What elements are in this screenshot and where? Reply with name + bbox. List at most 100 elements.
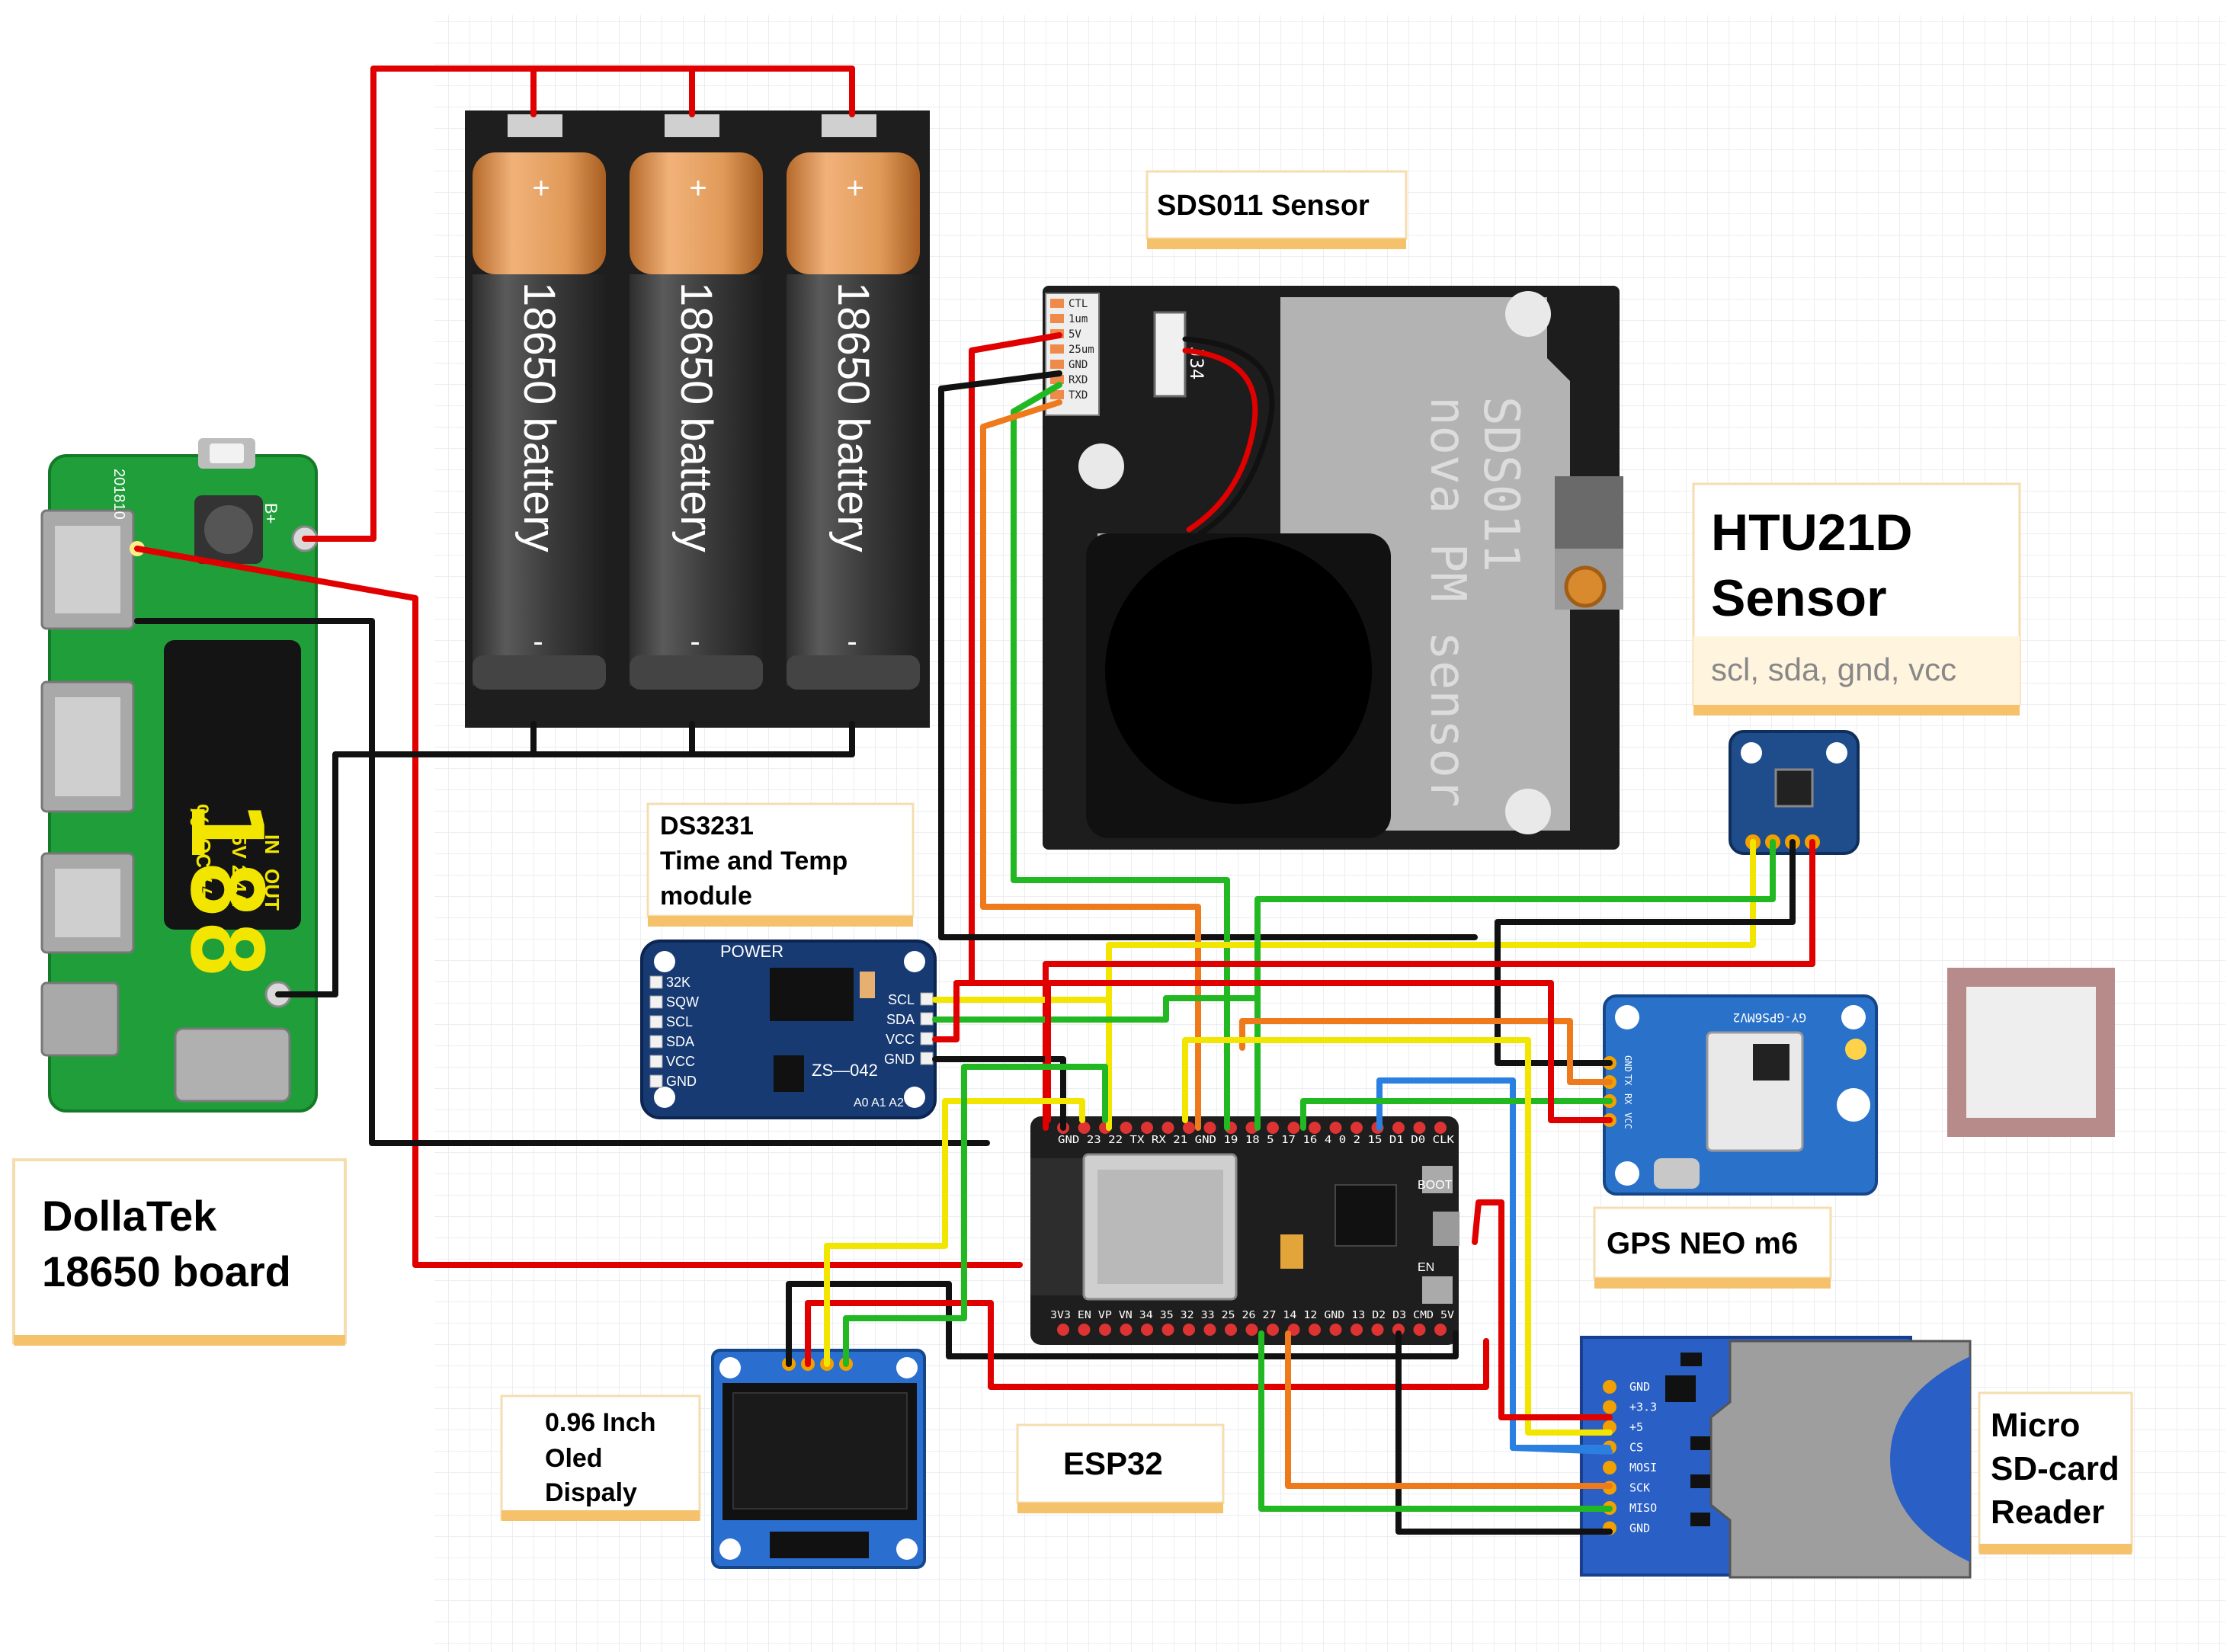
esp32-bottom-pin <box>1120 1324 1133 1336</box>
wire-black-sds-jst <box>1182 336 1275 536</box>
label-esp32: ESP32 <box>1016 1423 1225 1513</box>
sds011-pin-label: 1um <box>1069 313 1088 325</box>
ds3231-right-pin-pad <box>920 1012 934 1026</box>
wire-yellow-ds-scl <box>932 997 1112 1131</box>
esp32-top-pin <box>1161 1122 1174 1134</box>
sd-pin-label: SCK <box>1629 1481 1650 1495</box>
label-dollatek-line1: DollaTek <box>42 1192 217 1240</box>
wire-green-oled <box>843 1064 1108 1367</box>
battery-minus: - <box>690 625 700 658</box>
wire-red-batt-top <box>302 66 855 542</box>
ds3231-left-pin-pad <box>649 1074 663 1088</box>
display-in: IN <box>261 834 284 854</box>
esp32-top-pin <box>1203 1122 1216 1134</box>
label-gps-text: GPS NEO m6 <box>1607 1227 1798 1260</box>
esp32-bottom-pin <box>1350 1324 1363 1336</box>
label-htu-line2: Sensor <box>1711 569 1887 627</box>
wire-orange-gps <box>1239 1018 1613 1085</box>
battery-plus: + <box>532 171 549 205</box>
esp32-top-pin <box>1329 1122 1342 1134</box>
ds3231-right-pin-label: SDA <box>886 1012 915 1027</box>
label-sd-line3: Reader <box>1991 1494 2104 1531</box>
esp32-top-pin <box>1392 1122 1405 1134</box>
display-24a: 2.4A <box>228 865 251 907</box>
sds011-pin-label: 25um <box>1069 344 1094 356</box>
label-oled-line3: Dispaly <box>545 1478 637 1507</box>
label-gps: GPS NEO m6 <box>1593 1206 1832 1289</box>
esp32-top-pin <box>1434 1122 1447 1134</box>
ds3231-left-pin-pad <box>649 995 663 1009</box>
sds011-pin-pad <box>1050 344 1064 354</box>
esp32-bottom-pin-row <box>1057 1324 1447 1336</box>
battery-plus: + <box>689 171 706 205</box>
ds3231-left-pin-pad <box>649 1055 663 1068</box>
wire-black-htu <box>1495 839 1796 1066</box>
esp32-top-pin <box>1287 1122 1300 1134</box>
label-dollatek: DollaTek 18650 board <box>12 1158 347 1346</box>
ds3231-board: POWER ZS—042 A0 A1 A2 32KSQWSCLSDAVCCGND… <box>640 940 937 1119</box>
ds3231-right-pin-label: GND <box>884 1052 915 1067</box>
display-digits: 188 <box>168 800 284 979</box>
wire-red-ds-vcc <box>932 980 1049 1042</box>
gps-pin-label: VCC <box>1623 1113 1633 1129</box>
display-5v: 5V <box>228 834 251 859</box>
wire-green-htu <box>1254 839 1776 1131</box>
sds011-pin-label: CTL <box>1069 298 1088 310</box>
wire-red-oled <box>805 1300 1489 1390</box>
wire-black-sds <box>938 370 1478 940</box>
esp32-top-pin <box>1141 1122 1153 1134</box>
wire-yellow-oled <box>824 1098 1085 1367</box>
label-sds011-text: SDS011 Sensor <box>1157 190 1370 222</box>
ds3231-left-pin-label: SDA <box>666 1034 694 1049</box>
display-bolt: ϟϟ <box>192 876 216 899</box>
label-esp32-text: ESP32 <box>1063 1446 1163 1481</box>
label-htu21d: HTU21D Sensor scl, sda, gnd, vcc <box>1692 482 2021 716</box>
sds011-pin-pad <box>1050 360 1064 369</box>
esp32-top-pin <box>1309 1122 1321 1134</box>
oled-board <box>711 1349 926 1569</box>
esp32-bottom-pin <box>1245 1324 1258 1336</box>
esp32-bottom-pin <box>1183 1324 1195 1336</box>
esp32-bottom-pin <box>1078 1324 1091 1336</box>
ds3231-right-pin-pad <box>920 1032 934 1045</box>
sd-pin-pad <box>1603 1400 1616 1414</box>
gps-pin-label: GND <box>1623 1055 1633 1072</box>
sd-pin-label: +5 <box>1629 1420 1643 1434</box>
esp32-top-pin <box>1350 1122 1363 1134</box>
sds011-pin-label: GND <box>1069 359 1088 371</box>
label-oled-line2: Oled <box>545 1444 603 1473</box>
battery-label: 18650 battery <box>828 282 878 552</box>
esp32-bottom-pins: 3V3 EN VP VN 34 35 32 33 25 26 27 14 12 … <box>1050 1310 1454 1321</box>
ds3231-right-pin-pad <box>920 992 934 1006</box>
board-code: 201810 <box>111 469 127 520</box>
esp32-en-label: EN <box>1418 1261 1434 1274</box>
sd-pin-label: CS <box>1629 1441 1643 1455</box>
label-sds011: SDS011 Sensor <box>1145 170 1408 249</box>
esp32-bottom-pin <box>1392 1324 1405 1336</box>
ds3231-right-pin-label: SCL <box>888 992 915 1007</box>
dollatek-board: 188 % QC ϟϟ 5V 2.4A IN OUT 201810 B+ <box>40 438 319 1113</box>
sd-pin-pad <box>1603 1461 1616 1474</box>
battery-1: + 18650 battery - <box>473 114 606 690</box>
esp32-top-pins: GND 23 22 TX RX 21 GND 19 18 5 17 16 4 0… <box>1058 1135 1454 1146</box>
esp32-top-pin <box>1183 1122 1195 1134</box>
label-sd: Micro SD-card Reader <box>1978 1391 2133 1554</box>
esp32-bottom-pin <box>1099 1324 1111 1336</box>
esp32-bottom-pin <box>1203 1324 1216 1336</box>
label-htu-pins: scl, sda, gnd, vcc <box>1711 652 1956 687</box>
display-percent: % <box>184 804 213 827</box>
sds011-board-title: SDS011 <box>1472 396 1529 572</box>
battery-label: 18650 battery <box>514 282 564 552</box>
wire-red-sd <box>1472 1199 1613 1420</box>
label-sd-line1: Micro <box>1991 1407 2080 1444</box>
wire-black-ds-gnd <box>932 1056 1066 1131</box>
sds011-pin-pad <box>1050 390 1064 399</box>
ds3231-right-pin-label: VCC <box>886 1032 915 1047</box>
wire-black-board-esp <box>134 618 990 1146</box>
esp32-top-pin <box>1078 1122 1091 1134</box>
esp32-bottom-pin <box>1434 1324 1447 1336</box>
battery-2: + 18650 battery - <box>630 114 763 690</box>
